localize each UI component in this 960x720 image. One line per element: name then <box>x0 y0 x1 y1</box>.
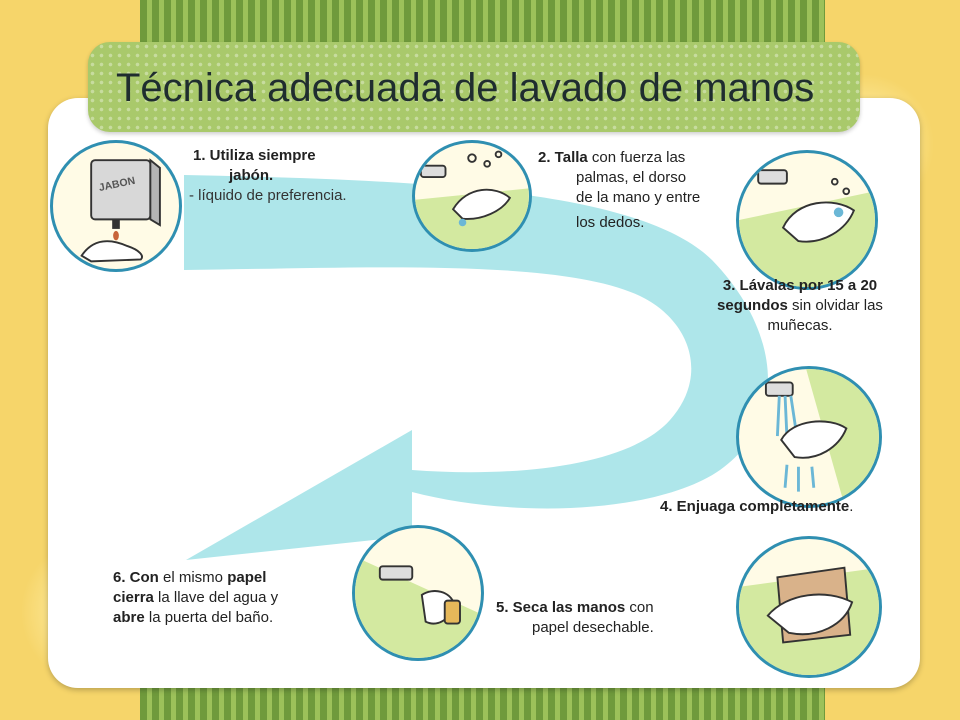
flow-arrow-shape <box>184 175 768 560</box>
step-5-text: 5. Seca las manos con papel desechable. <box>496 598 726 638</box>
step-6-rest-1a: el mismo <box>158 569 228 586</box>
step-6-text: 6. Con el mismo papel cierra la llave de… <box>113 568 343 628</box>
step-1-text: 1. Utiliza siempre jabón. - líquido de p… <box>189 146 347 206</box>
step-4-end: . <box>849 498 854 515</box>
page-title: Técnica adecuada de lavado de manos <box>116 66 815 110</box>
step-6-bold-3: abre <box>113 609 145 626</box>
step-2-rest: con fuerza las <box>587 149 686 166</box>
step-6-rest-2: la llave del agua y <box>153 589 279 606</box>
closing-faucet-icon <box>352 525 484 661</box>
step-1-line-2: jabón. <box>229 167 274 184</box>
step-2-text: 2. Talla con fuerza las palmas, el dorso… <box>538 148 738 238</box>
step-1-line-1: 1. Utiliza siempre <box>193 147 316 164</box>
step-3-rest: sin olvidar las <box>787 297 883 314</box>
step-5-num: 5. Seca las manos <box>496 599 626 616</box>
step-3-num: 3. Lávalas por 15 a 20 <box>722 277 878 294</box>
drying-hands-icon <box>736 536 882 678</box>
scrubbing-hands-icon <box>412 140 532 252</box>
washing-palms-icon <box>736 150 878 290</box>
step-2-line-4: los dedos. <box>576 214 645 231</box>
step-6-bold-2: cierra <box>113 589 154 606</box>
step-2-line-3: de la mano y entre <box>576 189 701 206</box>
step-2-line-2: palmas, el dorso <box>576 169 687 186</box>
step-2-num: 2. Talla <box>538 149 588 166</box>
step-3-text: 3. Lávalas por 15 a 20 segundos sin olvi… <box>680 276 920 336</box>
title-band <box>88 42 860 132</box>
step-1-line-3: - líquido de preferencia. <box>189 187 347 204</box>
step-6-rest-3: la puerta del baño. <box>144 609 274 626</box>
step-6-bold-1b: papel <box>227 569 267 586</box>
step-5-line-2: papel desechable. <box>532 619 654 636</box>
step-5-rest: con <box>625 599 654 616</box>
rinsing-hands-icon <box>736 366 882 508</box>
step-4-text: 4. Enjuaga completamente. <box>660 497 910 517</box>
soap-dispenser-icon: JABON <box>50 140 182 272</box>
step-6-bold-1: 6. Con <box>113 569 159 586</box>
step-3-line-3: muñecas. <box>767 317 833 334</box>
step-4-num: 4. Enjuaga completamente <box>660 498 850 515</box>
step-3-bold: segundos <box>717 297 788 314</box>
